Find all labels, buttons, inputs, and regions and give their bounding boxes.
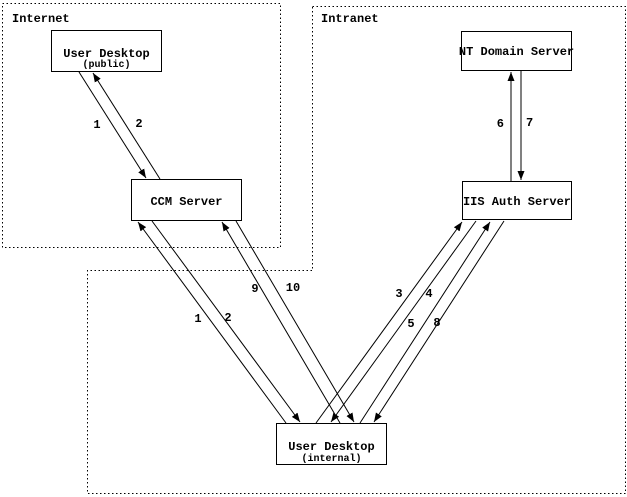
internet-zone-border xyxy=(2,3,281,248)
internet-zone-label: Internet xyxy=(12,12,70,26)
node-nt-domain-server: NT Domain Server xyxy=(459,31,574,71)
iis-auth-server-box xyxy=(462,181,572,220)
edge-label-3: 3 xyxy=(395,287,402,301)
arrow-2-ccm-to-public xyxy=(92,72,161,180)
ccm-server-box xyxy=(131,179,242,221)
edge-label-2-internal: 2 xyxy=(224,311,231,325)
edge-iis-to-nt-6: 6 xyxy=(497,72,515,181)
edge-label-4: 4 xyxy=(425,287,432,301)
edge-nt-to-iis-7: 7 xyxy=(517,71,533,180)
edge-ccm-to-internal-2: 2 xyxy=(151,220,301,423)
ccm-server-title: CCM Server xyxy=(150,195,222,209)
intranet-zone-label: Intranet xyxy=(321,12,379,26)
arrow-1-internal-to-ccm xyxy=(137,221,287,424)
edge-label-1-internal: 1 xyxy=(194,312,201,326)
node-user-desktop-public: User Desktop (public) xyxy=(51,30,162,72)
edge-iis-to-internal-8: 8 xyxy=(373,220,505,423)
edge-label-1-public: 1 xyxy=(93,118,100,132)
edge-internal-to-ccm-1: 1 xyxy=(137,221,287,424)
edge-label-8: 8 xyxy=(433,316,440,330)
edge-internal-to-iis-3: 3 xyxy=(315,221,463,424)
edge-ccm-to-internal-10: 10 xyxy=(235,220,355,423)
nt-domain-server-title: NT Domain Server xyxy=(459,45,574,59)
edge-internal-to-iis-5: 5 xyxy=(359,221,491,424)
edge-label-10: 10 xyxy=(286,281,300,295)
iis-auth-server-title: IIS Auth Server xyxy=(463,195,571,209)
edge-label-7: 7 xyxy=(526,116,533,130)
arrow-1-public-to-ccm xyxy=(78,71,147,179)
node-iis-auth-server: IIS Auth Server xyxy=(462,181,572,220)
user-desktop-internal-subtitle: (internal) xyxy=(301,453,361,465)
arrow-3-internal-to-iis xyxy=(315,221,463,424)
arrow-5-internal-to-iis xyxy=(359,221,491,424)
nt-domain-server-box xyxy=(461,31,572,71)
user-desktop-public-title: User Desktop xyxy=(63,47,149,61)
user-desktop-public-subtitle: (public) xyxy=(82,59,130,71)
arrow-10-ccm-to-internal xyxy=(235,220,355,423)
node-ccm-server: CCM Server xyxy=(131,179,242,221)
user-desktop-internal-title: User Desktop xyxy=(288,440,374,454)
user-desktop-internal-box xyxy=(276,423,387,465)
arrow-8-iis-to-internal xyxy=(373,220,505,423)
edge-iis-to-internal-4: 4 xyxy=(330,220,477,423)
edge-label-2-public: 2 xyxy=(135,117,142,131)
arrow-2-ccm-to-internal xyxy=(151,220,301,423)
node-user-desktop-internal: User Desktop (internal) xyxy=(276,423,387,465)
edge-label-6: 6 xyxy=(497,117,504,131)
user-desktop-public-box xyxy=(51,30,162,72)
edge-public-to-ccm: 1 xyxy=(78,71,147,179)
arrow-9-internal-to-ccm xyxy=(221,221,341,424)
edge-ccm-to-public: 2 xyxy=(92,72,161,180)
arrow-4-iis-to-internal xyxy=(330,220,477,423)
edge-label-5: 5 xyxy=(407,317,414,331)
intranet-zone-border xyxy=(87,6,626,494)
edge-label-9: 9 xyxy=(251,282,258,296)
edge-internal-to-ccm-9: 9 xyxy=(221,221,341,424)
